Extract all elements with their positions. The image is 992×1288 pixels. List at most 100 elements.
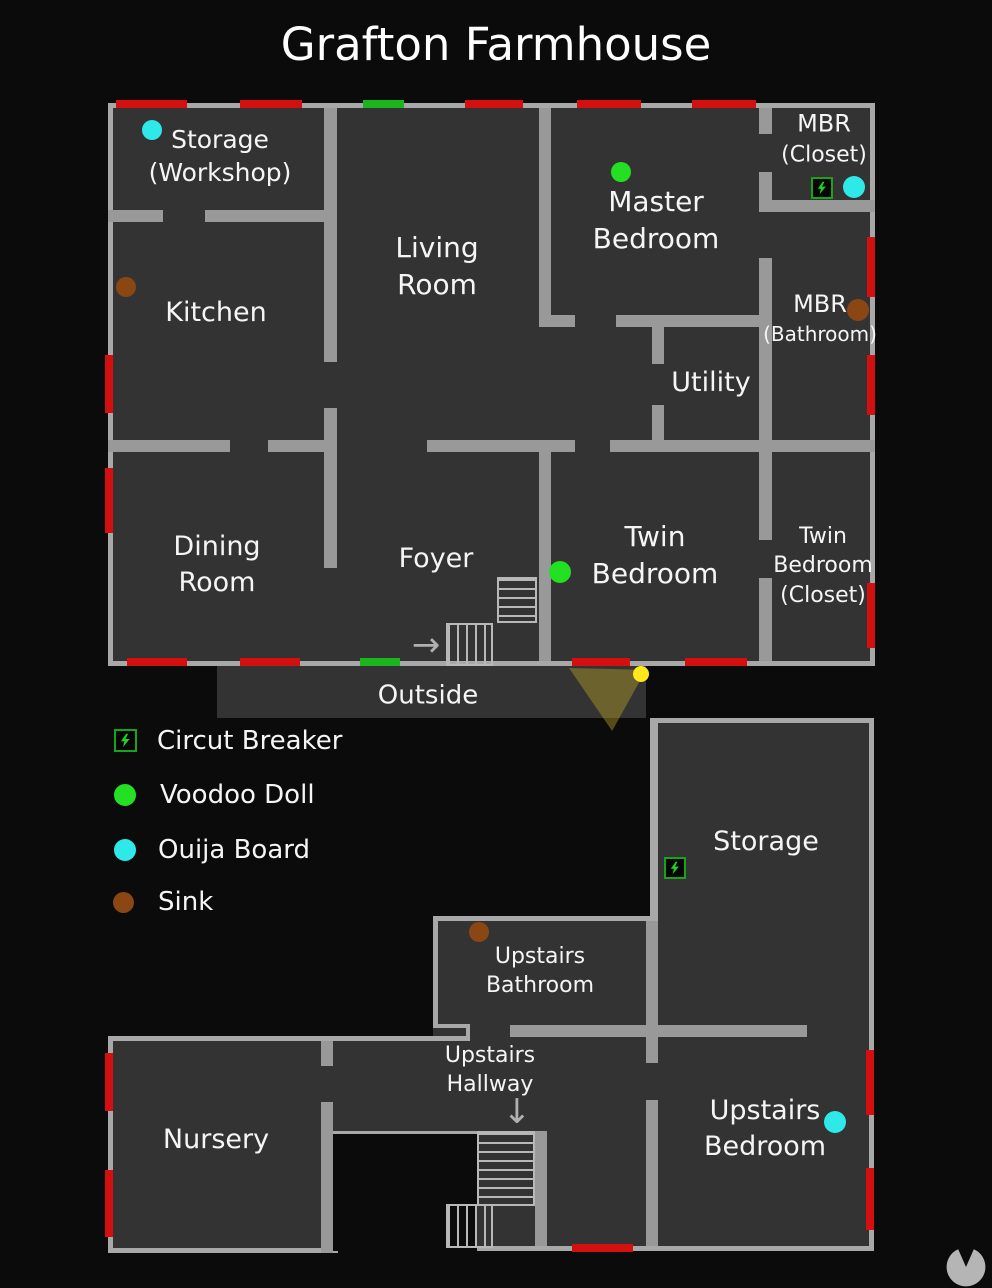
room-label-foyer: Foyer bbox=[398, 543, 474, 575]
room-label-storage: Storage bbox=[713, 826, 819, 858]
legend-ouija-board-dot bbox=[114, 839, 136, 861]
wall bbox=[650, 718, 658, 920]
window-marker bbox=[105, 1170, 113, 1237]
ouija-board-marker-mbr-closet bbox=[843, 176, 865, 198]
legend-circuit-breaker-icon bbox=[114, 729, 137, 752]
wall bbox=[539, 452, 551, 661]
wall bbox=[539, 108, 551, 322]
legend-label-voodoo-doll: Voodoo Doll bbox=[160, 780, 315, 810]
sink-marker-upstairs-bathroom bbox=[469, 922, 489, 942]
wall bbox=[539, 315, 575, 327]
window-marker bbox=[105, 355, 113, 413]
wall bbox=[324, 408, 337, 568]
wall bbox=[510, 1025, 807, 1037]
room-label-utility: Utility bbox=[671, 367, 751, 399]
stairs-direction-arrow-icon: ↓ bbox=[502, 1092, 532, 1132]
window-marker bbox=[685, 658, 747, 666]
room-label-mbr-closet: MBR(Closet) bbox=[781, 109, 867, 168]
ouija-board-marker-upstairs-bedroom bbox=[824, 1111, 846, 1133]
wall bbox=[759, 578, 772, 661]
wall bbox=[427, 440, 575, 452]
window-marker bbox=[572, 1244, 633, 1252]
window-marker bbox=[577, 100, 641, 108]
wall bbox=[108, 1036, 470, 1041]
circuit-breaker-icon-storage bbox=[664, 857, 686, 879]
stairs-foyer-lower bbox=[446, 623, 493, 666]
wall bbox=[646, 921, 658, 1025]
room-label-kitchen: Kitchen bbox=[165, 297, 267, 329]
legend-sink-dot bbox=[113, 892, 134, 913]
window-marker bbox=[866, 1168, 874, 1230]
circuit-breaker-icon-mbr-closet bbox=[811, 177, 833, 199]
wall bbox=[610, 440, 875, 452]
legend-label-circuit-breaker: Circut Breaker bbox=[157, 726, 343, 756]
wall bbox=[433, 916, 658, 921]
player-marker bbox=[633, 666, 649, 682]
wall bbox=[759, 108, 772, 134]
window-marker bbox=[867, 355, 875, 415]
outside-area bbox=[217, 666, 646, 718]
floor2-bedroom-fill bbox=[645, 1025, 870, 1248]
wall bbox=[616, 315, 772, 327]
sink-marker-kitchen bbox=[116, 277, 136, 297]
window-marker bbox=[240, 100, 302, 108]
ouija-board-marker-storage-workshop bbox=[142, 120, 162, 140]
wall bbox=[433, 1024, 470, 1028]
wall bbox=[205, 210, 337, 222]
wall bbox=[333, 1131, 477, 1134]
stairs-foyer-upper bbox=[497, 577, 537, 623]
wall bbox=[652, 405, 664, 440]
window-marker bbox=[692, 100, 756, 108]
window-marker bbox=[465, 100, 523, 108]
site-logo bbox=[946, 1249, 986, 1287]
page-title: Grafton Farmhouse bbox=[280, 18, 712, 71]
wall bbox=[108, 440, 230, 452]
wall bbox=[772, 200, 875, 212]
wall bbox=[646, 1100, 658, 1246]
wall bbox=[466, 1024, 470, 1041]
floor1-fill bbox=[108, 103, 875, 666]
legend-label-ouija-board: Ouija Board bbox=[158, 835, 311, 865]
room-label-nursery: Nursery bbox=[162, 1124, 270, 1156]
door-marker bbox=[363, 100, 404, 108]
wall bbox=[650, 718, 874, 723]
wall bbox=[324, 108, 337, 362]
door-marker bbox=[360, 658, 400, 666]
window-marker bbox=[240, 658, 300, 666]
stairs-upstairs-upper bbox=[477, 1131, 535, 1206]
legend-label-sink: Sink bbox=[158, 887, 214, 917]
window-marker bbox=[867, 237, 875, 297]
stairs-direction-arrow-icon: → bbox=[411, 625, 441, 665]
room-label-outside: Outside bbox=[377, 680, 479, 711]
wall bbox=[445, 1246, 874, 1251]
wall bbox=[646, 1037, 658, 1063]
voodoo-doll-marker-twin-bedroom bbox=[549, 561, 571, 583]
window-marker bbox=[866, 1050, 874, 1115]
window-marker bbox=[116, 100, 187, 108]
wall bbox=[869, 718, 874, 1251]
sink-marker-mbr-bathroom bbox=[847, 299, 869, 321]
wall bbox=[759, 172, 772, 212]
lightning-bolt-icon bbox=[817, 181, 826, 195]
floor2-nursery-fill bbox=[108, 1036, 333, 1253]
window-marker bbox=[105, 1053, 113, 1111]
room-label-storage-workshop: Storage(Workshop) bbox=[148, 124, 292, 187]
legend-voodoo-doll-dot bbox=[114, 784, 136, 806]
wall bbox=[321, 1102, 333, 1253]
lightning-bolt-icon bbox=[121, 733, 130, 748]
window-marker bbox=[105, 468, 113, 533]
wall bbox=[108, 1248, 338, 1253]
lightning-bolt-icon bbox=[670, 861, 679, 875]
wall bbox=[433, 916, 438, 1028]
wall bbox=[759, 258, 772, 440]
window-marker bbox=[127, 658, 187, 666]
